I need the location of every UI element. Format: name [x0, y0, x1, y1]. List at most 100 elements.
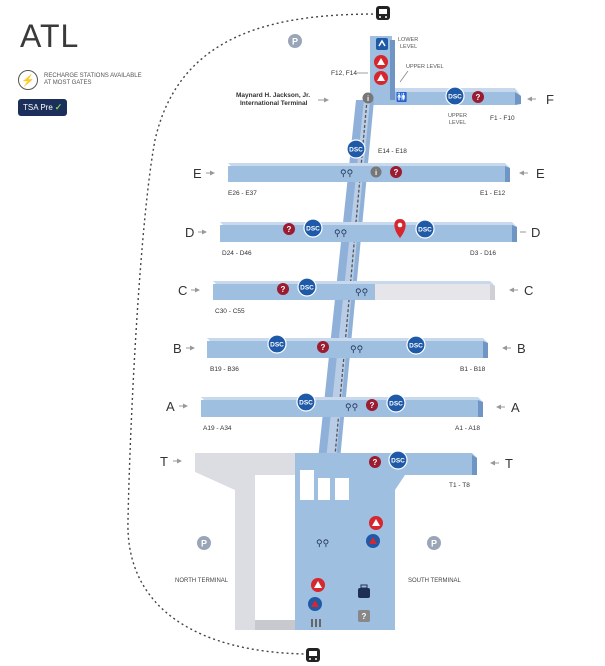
dsc-icon[interactable]: DSC — [296, 392, 316, 412]
help-desk-icon[interactable]: ? — [366, 399, 378, 411]
help-desk-icon[interactable]: ? — [277, 283, 289, 295]
letter-e-left: E — [193, 166, 215, 181]
recharge-legend-text: RECHARGE STATIONS AVAILABLE AT MOST GATE… — [44, 73, 142, 86]
gate-range-a-left: A19 - A34 — [203, 425, 232, 432]
svg-text:?: ? — [281, 285, 286, 294]
restroom-icon: ⚲⚲ — [345, 402, 358, 412]
svg-text:A: A — [511, 400, 520, 415]
info-icon[interactable]: i — [362, 92, 374, 104]
help-desk-icon[interactable]: ? — [317, 341, 329, 353]
gate-range-a-right: A1 - A18 — [455, 425, 480, 432]
help-desk-icon[interactable]: ? — [283, 223, 295, 235]
help-desk-icon[interactable]: ? — [369, 456, 381, 468]
ground-transport-icon — [311, 619, 321, 627]
gate-range-b-left: B19 - B36 — [210, 366, 239, 373]
legend-recharge: ⚡ RECHARGE STATIONS AVAILABLE AT MOST GA… — [18, 70, 144, 90]
upper-level-label-2: LEVEL — [449, 120, 466, 126]
svg-text:D: D — [185, 225, 194, 240]
svg-text:T: T — [160, 454, 168, 469]
delta-sky-club-icon[interactable] — [308, 597, 322, 611]
location-pin-icon[interactable] — [394, 219, 406, 238]
svg-text:?: ? — [476, 93, 481, 102]
dsc-icon[interactable]: DSC — [386, 393, 406, 413]
concourse-d[interactable] — [220, 222, 517, 242]
gate-range-d-right: D3 - D16 — [470, 250, 496, 257]
checkmark-icon: ✓ — [54, 102, 63, 112]
svg-text:DSC: DSC — [389, 401, 403, 408]
svg-text:DSC: DSC — [270, 342, 284, 349]
dsc-icon[interactable]: DSC — [388, 450, 408, 470]
concourse-a[interactable] — [201, 397, 483, 417]
delta-sky-club-icon[interactable] — [374, 71, 388, 85]
letter-t-left: T — [160, 454, 182, 469]
concourse-e[interactable] — [228, 163, 510, 182]
lower-level-label-1: LOWER — [398, 37, 418, 43]
svg-text:P: P — [201, 539, 207, 549]
concourse-c[interactable] — [213, 281, 495, 300]
escalator-icon — [376, 38, 388, 50]
delta-sky-club-icon[interactable] — [311, 578, 325, 592]
concourse-b[interactable] — [207, 338, 488, 358]
letter-b-left: B — [173, 341, 195, 356]
restroom-icon: ⚲⚲ — [316, 538, 329, 548]
svg-text:DSC: DSC — [299, 400, 313, 407]
dsc-icon[interactable]: DSC — [346, 139, 366, 159]
baggage-icon — [358, 584, 370, 598]
gate-range-d-left: D24 - D46 — [222, 250, 252, 257]
delta-sky-club-icon[interactable] — [369, 516, 383, 530]
letter-a-left: A — [166, 399, 188, 414]
svg-text:DSC: DSC — [391, 458, 405, 465]
delta-sky-club-icon[interactable] — [366, 534, 380, 548]
dsc-icon[interactable]: DSC — [415, 219, 435, 239]
gate-range-c-left: C30 - C55 — [215, 308, 245, 315]
dsc-icon[interactable]: DSC — [297, 277, 317, 297]
concourse-t[interactable] — [195, 453, 477, 630]
letter-c-left: C — [178, 283, 200, 298]
svg-text:DSC: DSC — [349, 147, 363, 154]
svg-text:B: B — [173, 341, 182, 356]
gate-range-e-top: E14 - E18 — [378, 148, 407, 155]
letter-b-right: B — [502, 341, 526, 356]
dsc-icon[interactable]: DSC — [445, 86, 465, 106]
airport-code-title: ATL — [20, 18, 80, 54]
help-desk-icon[interactable]: ? — [390, 166, 402, 178]
lost-found-icon: ? — [358, 610, 370, 622]
letter-d-left: D — [185, 225, 207, 240]
svg-text:?: ? — [287, 225, 292, 234]
dsc-icon[interactable]: DSC — [267, 334, 287, 354]
parking-icon-top: P — [288, 34, 302, 48]
delta-sky-club-icon[interactable] — [374, 55, 388, 69]
svg-text:?: ? — [362, 612, 367, 621]
f12-f14-label: F12, F14 — [331, 70, 357, 77]
letter-t-right: T — [490, 456, 513, 471]
svg-text:🚻: 🚻 — [396, 91, 407, 102]
gate-range-b-right: B1 - B18 — [460, 366, 486, 373]
svg-text:F: F — [546, 92, 554, 107]
gate-range-e-left: E26 - E37 — [228, 190, 257, 197]
restroom-icon: ⚲⚲ — [355, 287, 368, 297]
restroom-icon: 🚻 — [396, 91, 407, 102]
svg-text:C: C — [524, 283, 533, 298]
svg-text:E: E — [536, 166, 545, 181]
tsa-precheck-badge: TSA Pre ✓ — [18, 99, 68, 116]
info-icon[interactable]: i — [370, 166, 382, 178]
svg-text:A: A — [166, 399, 175, 414]
upper-level-label-top: UPPER LEVEL — [406, 64, 444, 70]
svg-text:DSC: DSC — [306, 226, 320, 233]
upper-level-label-1: UPPER — [448, 113, 467, 119]
dsc-icon[interactable]: DSC — [303, 218, 323, 238]
help-desk-icon[interactable]: ? — [472, 91, 484, 103]
svg-text:D: D — [531, 225, 540, 240]
gate-range-e-right: E1 - E12 — [480, 190, 506, 197]
parking-icon-south: P — [427, 536, 441, 550]
bus-icon-bottom — [306, 648, 320, 662]
restroom-icon: ⚲⚲ — [350, 344, 363, 354]
letter-c-right: C — [509, 283, 533, 298]
dsc-icon[interactable]: DSC — [406, 335, 426, 355]
letter-e-right: E — [519, 166, 545, 181]
restroom-icon: ⚲⚲ — [334, 228, 347, 238]
svg-text:DSC: DSC — [418, 227, 432, 234]
svg-text:⚲⚲: ⚲⚲ — [334, 228, 347, 238]
north-terminal-label: NORTH TERMINAL — [175, 578, 229, 584]
